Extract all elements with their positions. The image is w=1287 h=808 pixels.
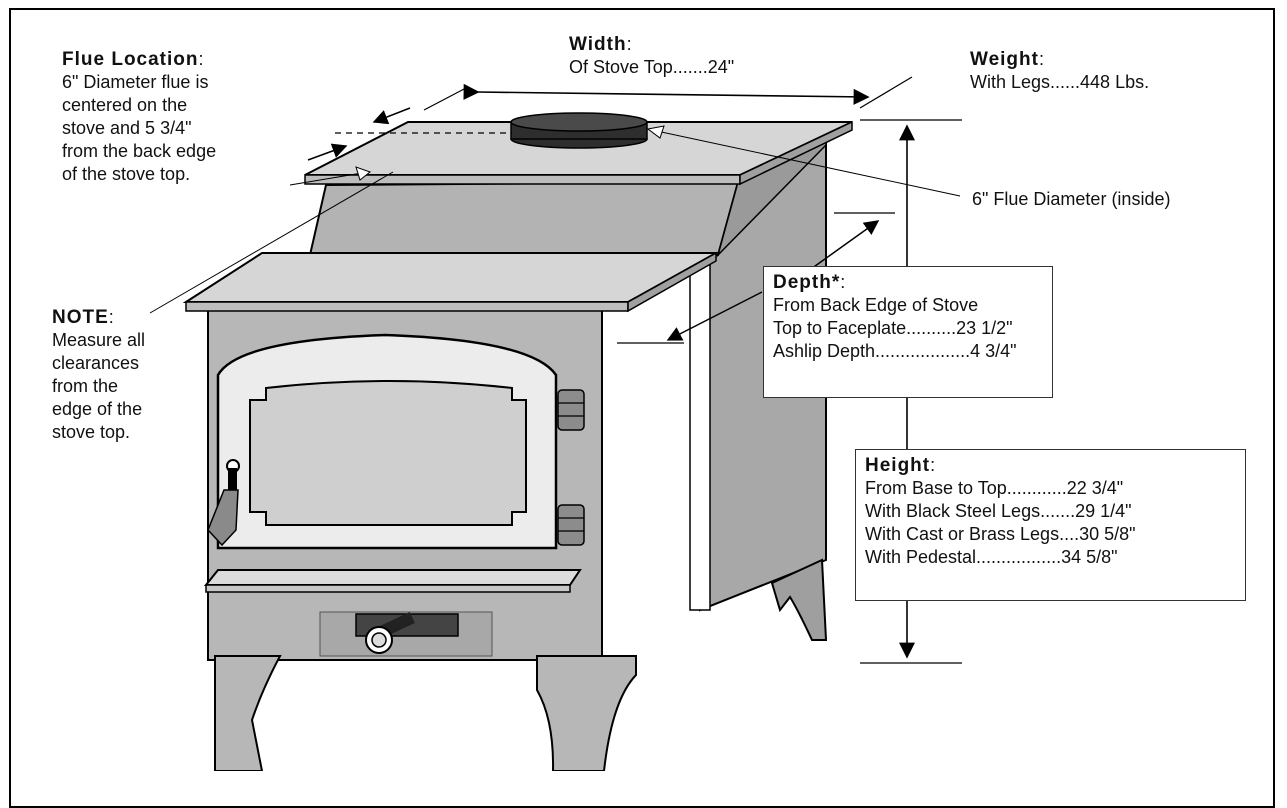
flue-collar-top bbox=[510, 112, 648, 132]
depth-arrow-down bbox=[666, 291, 763, 341]
weight-label: Weight: With Legs......448 Lbs. bbox=[970, 49, 1150, 92]
note-line-3: from the bbox=[52, 376, 119, 396]
width-label: Width: Of Stove Top.......24" bbox=[569, 34, 735, 77]
flue-location-heading: Flue Location bbox=[62, 49, 199, 70]
flue-location-arrow-bottom bbox=[307, 143, 348, 161]
width-extension-right bbox=[859, 76, 913, 109]
flue-diameter-pointer bbox=[651, 129, 961, 197]
stove-top-side-edge bbox=[739, 120, 853, 186]
flue-diameter-pointer-head bbox=[646, 125, 665, 139]
width-value: Of Stove Top.......24" bbox=[569, 57, 735, 77]
weight-value: With Legs......448 Lbs. bbox=[970, 72, 1150, 92]
note-line-5: stove top. bbox=[52, 422, 131, 442]
flue-location-line-4: from the back edge bbox=[62, 141, 217, 161]
note-label: NOTE: Measure all clearances from the ed… bbox=[52, 307, 146, 442]
stove-front-trim bbox=[689, 264, 711, 611]
depth-heading: Depth* bbox=[773, 272, 841, 293]
flue-location-line-5: of the stove top. bbox=[62, 164, 191, 184]
height-line-2: With Black Steel Legs.......29 1/4" bbox=[865, 501, 1132, 521]
height-line-1: From Base to Top............22 3/4" bbox=[865, 478, 1124, 498]
note-line-4: edge of the bbox=[52, 399, 143, 419]
ash-lip-edge bbox=[205, 584, 571, 593]
weight-heading: Weight bbox=[970, 49, 1039, 70]
height-line-4: With Pedestal.................34 5/8" bbox=[865, 547, 1118, 567]
height-heading: Height bbox=[865, 455, 931, 476]
depth-box: Depth*: From Back Edge of Stove Top to F… bbox=[763, 266, 1053, 398]
width-arrow bbox=[463, 83, 870, 105]
width-extension-left bbox=[423, 87, 467, 111]
rear-right-leg bbox=[770, 558, 828, 641]
flue-location-pointer-head bbox=[355, 166, 372, 181]
flue-location-arrow-top bbox=[372, 107, 411, 125]
note-line-2: clearances bbox=[52, 353, 140, 373]
note-line-1: Measure all bbox=[52, 330, 146, 350]
front-right-leg bbox=[536, 655, 637, 771]
note-heading: NOTE bbox=[52, 307, 109, 328]
flue-location-line-1: 6" Diameter flue is bbox=[62, 72, 209, 92]
width-heading: Width bbox=[569, 34, 627, 55]
faceplate-shelf-side bbox=[627, 251, 717, 313]
flue-diameter-label: 6" Flue Diameter (inside) bbox=[972, 189, 1171, 209]
height-line-3: With Cast or Brass Legs....30 5/8" bbox=[865, 524, 1136, 544]
front-left-leg bbox=[214, 655, 282, 771]
stove-rear-section bbox=[308, 180, 740, 256]
draft-knob-icon bbox=[365, 612, 415, 654]
upper-hinge-icon bbox=[557, 389, 585, 431]
depth-line-3: Ashlip Depth...................4 3/4" bbox=[773, 341, 1017, 361]
flue-location-line-2: centered on the bbox=[62, 95, 188, 115]
stove-illustration bbox=[149, 76, 962, 771]
door-glass bbox=[249, 380, 527, 526]
lower-hinge-icon bbox=[557, 504, 585, 546]
stove-top-edge bbox=[304, 174, 741, 185]
flue-location-line-3: stove and 5 3/4" bbox=[62, 118, 192, 138]
ash-lip bbox=[203, 569, 582, 586]
door-handle-icon bbox=[207, 459, 240, 547]
faceplate-shelf bbox=[182, 252, 720, 303]
height-box: Height: From Base to Top............22 3… bbox=[855, 449, 1246, 601]
flue-location-pointer bbox=[289, 171, 369, 186]
note-pointer bbox=[149, 171, 394, 314]
flue-location-label: Flue Location: 6" Diameter flue is cente… bbox=[62, 49, 217, 184]
depth-line-2: Top to Faceplate..........23 1/2" bbox=[773, 318, 1013, 338]
faceplate-shelf-edge bbox=[185, 301, 629, 312]
depth-line-1: From Back Edge of Stove bbox=[773, 295, 979, 315]
